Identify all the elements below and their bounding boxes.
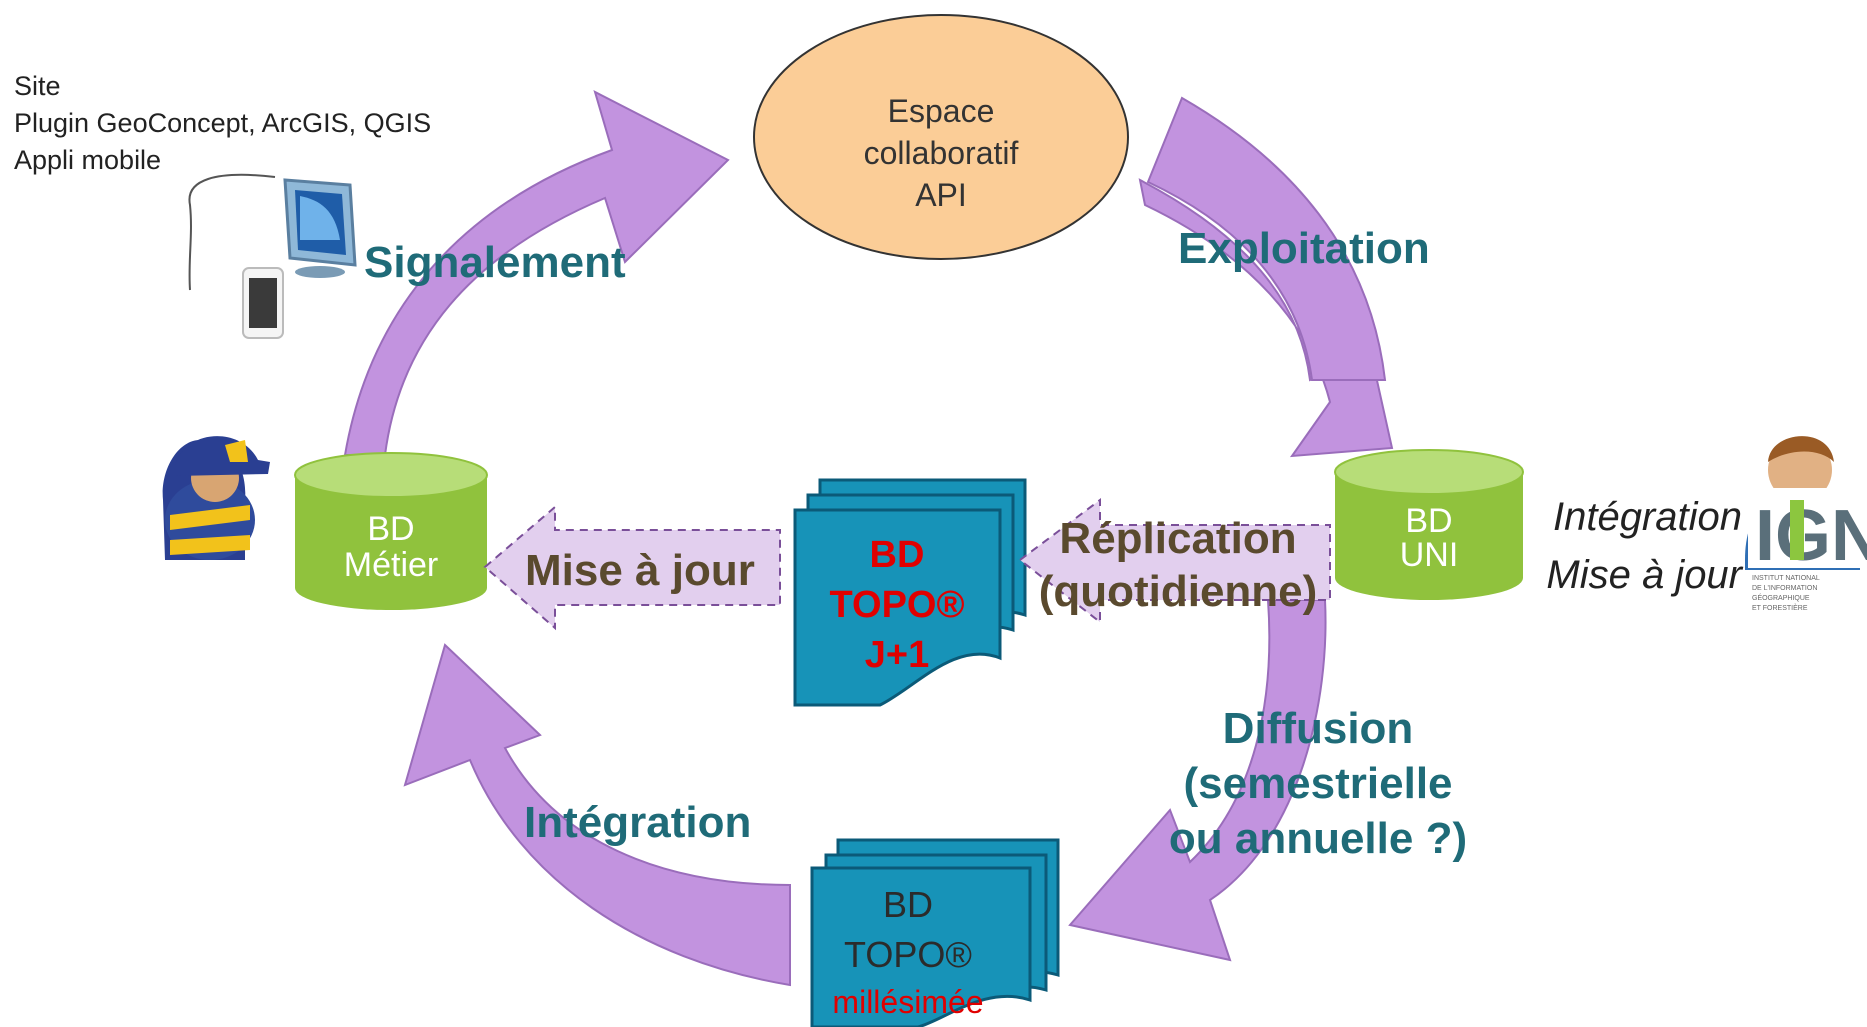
arrow-diffusion bbox=[1068, 599, 1327, 962]
label-diffusion-2: (semestrielle bbox=[1183, 759, 1452, 808]
ellipse-line3: API bbox=[915, 177, 967, 213]
ign-caption-1: INSTITUT NATIONAL bbox=[1752, 575, 1820, 582]
label-integration: Intégration bbox=[524, 798, 751, 847]
tools-connector bbox=[188, 173, 276, 291]
arrow-exploitation bbox=[1138, 178, 1394, 458]
ign-logo: IGN INSTITUT NATIONAL DE L'INFORMATION G… bbox=[1748, 488, 1867, 612]
label-diffusion-1: Diffusion bbox=[1223, 704, 1414, 753]
smartphone-icon bbox=[242, 267, 284, 339]
ign-caption-4: ET FORESTIÈRE bbox=[1752, 603, 1808, 612]
arrow-replication bbox=[1018, 498, 1331, 625]
monitor-icon bbox=[283, 178, 357, 278]
ign-line2: Mise à jour bbox=[1546, 553, 1743, 597]
doc-daily-line1: BD bbox=[870, 534, 925, 576]
db-metier-line2: Métier bbox=[344, 546, 438, 584]
db-uni-line1: BD bbox=[1405, 502, 1452, 540]
doc-daily-line2: TOPO® bbox=[830, 584, 965, 626]
doc-yearly-line3: millésimée bbox=[832, 984, 983, 1020]
doc-yearly-line1: BD bbox=[883, 884, 933, 925]
tools-line1: Site bbox=[14, 71, 61, 101]
arrow-integration bbox=[403, 643, 791, 987]
db-uni bbox=[1334, 449, 1524, 600]
tools-line3: Appli mobile bbox=[14, 145, 161, 175]
label-mise-a-jour: Mise à jour bbox=[525, 546, 755, 595]
doc-yearly-line2: TOPO® bbox=[844, 934, 972, 975]
label-replication-1: Réplication bbox=[1059, 514, 1296, 563]
label-signalement: Signalement bbox=[364, 238, 626, 287]
arrow-mise-a-jour bbox=[483, 504, 781, 631]
collaborative-space-node bbox=[753, 14, 1129, 260]
ellipse-line1: Espace bbox=[888, 93, 995, 129]
label-replication-2: (quotidienne) bbox=[1039, 567, 1318, 616]
db-uni-line2: UNI bbox=[1400, 536, 1459, 574]
ign-caption-3: GÉOGRAPHIQUE bbox=[1752, 593, 1810, 602]
firefighter-icon bbox=[162, 436, 270, 560]
arrow-signalement bbox=[343, 90, 730, 456]
label-diffusion-3: ou annuelle ?) bbox=[1169, 814, 1467, 863]
doc-daily-line3: J+1 bbox=[865, 634, 929, 676]
ign-line1: Intégration bbox=[1553, 495, 1742, 539]
ign-logo-text: IGN bbox=[1755, 496, 1867, 576]
label-exploitation: Exploitation bbox=[1178, 224, 1430, 273]
ellipse-line2: collaboratif bbox=[864, 135, 1019, 171]
db-metier bbox=[294, 452, 488, 610]
db-metier-line1: BD bbox=[367, 510, 414, 548]
doc-topo-daily bbox=[793, 478, 1027, 707]
doc-topo-yearly bbox=[810, 838, 1060, 1027]
ign-caption-2: DE L'INFORMATION bbox=[1752, 585, 1817, 592]
tools-line2: Plugin GeoConcept, ArcGIS, QGIS bbox=[14, 108, 431, 138]
arrow-exploitation-tail bbox=[1146, 96, 1387, 381]
